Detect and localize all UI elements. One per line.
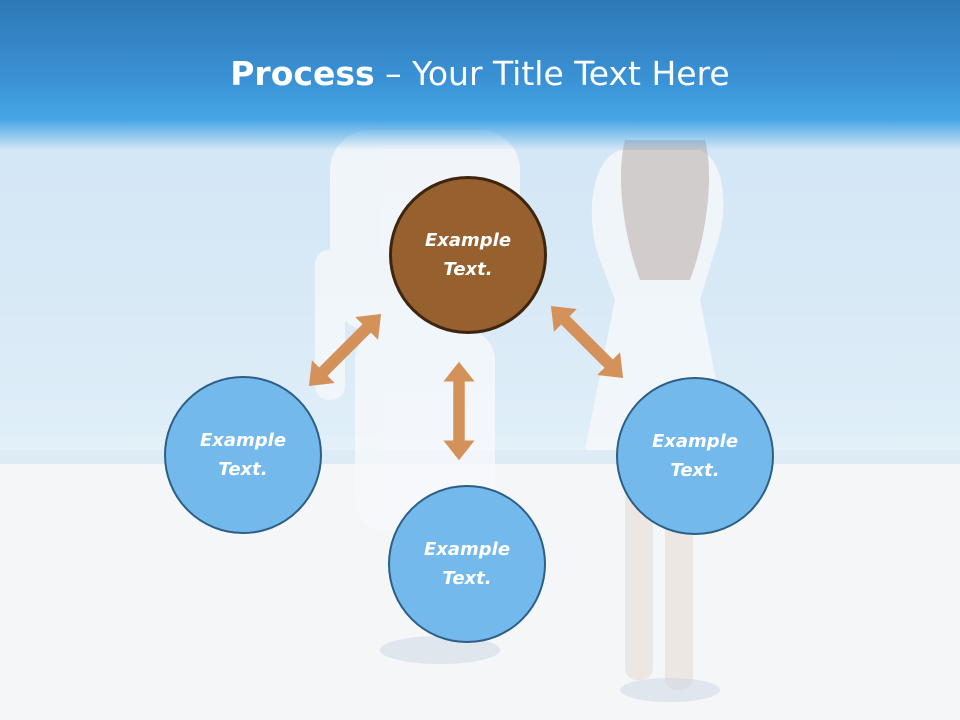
node-bottom-text: Example Text. <box>423 539 511 589</box>
title-rest: – Your Title Text Here <box>374 54 730 93</box>
node-center-top-text: Example Text. <box>424 230 512 280</box>
title-bar <box>0 0 960 150</box>
title-strong: Process <box>230 54 375 93</box>
arrow-top-right <box>539 294 635 390</box>
slide-title: Process – Your Title Text Here <box>0 52 960 96</box>
arrow-top-left <box>297 302 393 398</box>
node-left-text: Example Text. <box>199 430 287 480</box>
node-right: Example Text. <box>616 377 774 535</box>
node-left: Example Text. <box>164 376 322 534</box>
node-center-top: Example Text. <box>389 176 547 334</box>
arrow-top-bottom <box>443 361 475 461</box>
node-right-text: Example Text. <box>651 431 739 481</box>
node-bottom: Example Text. <box>388 485 546 643</box>
